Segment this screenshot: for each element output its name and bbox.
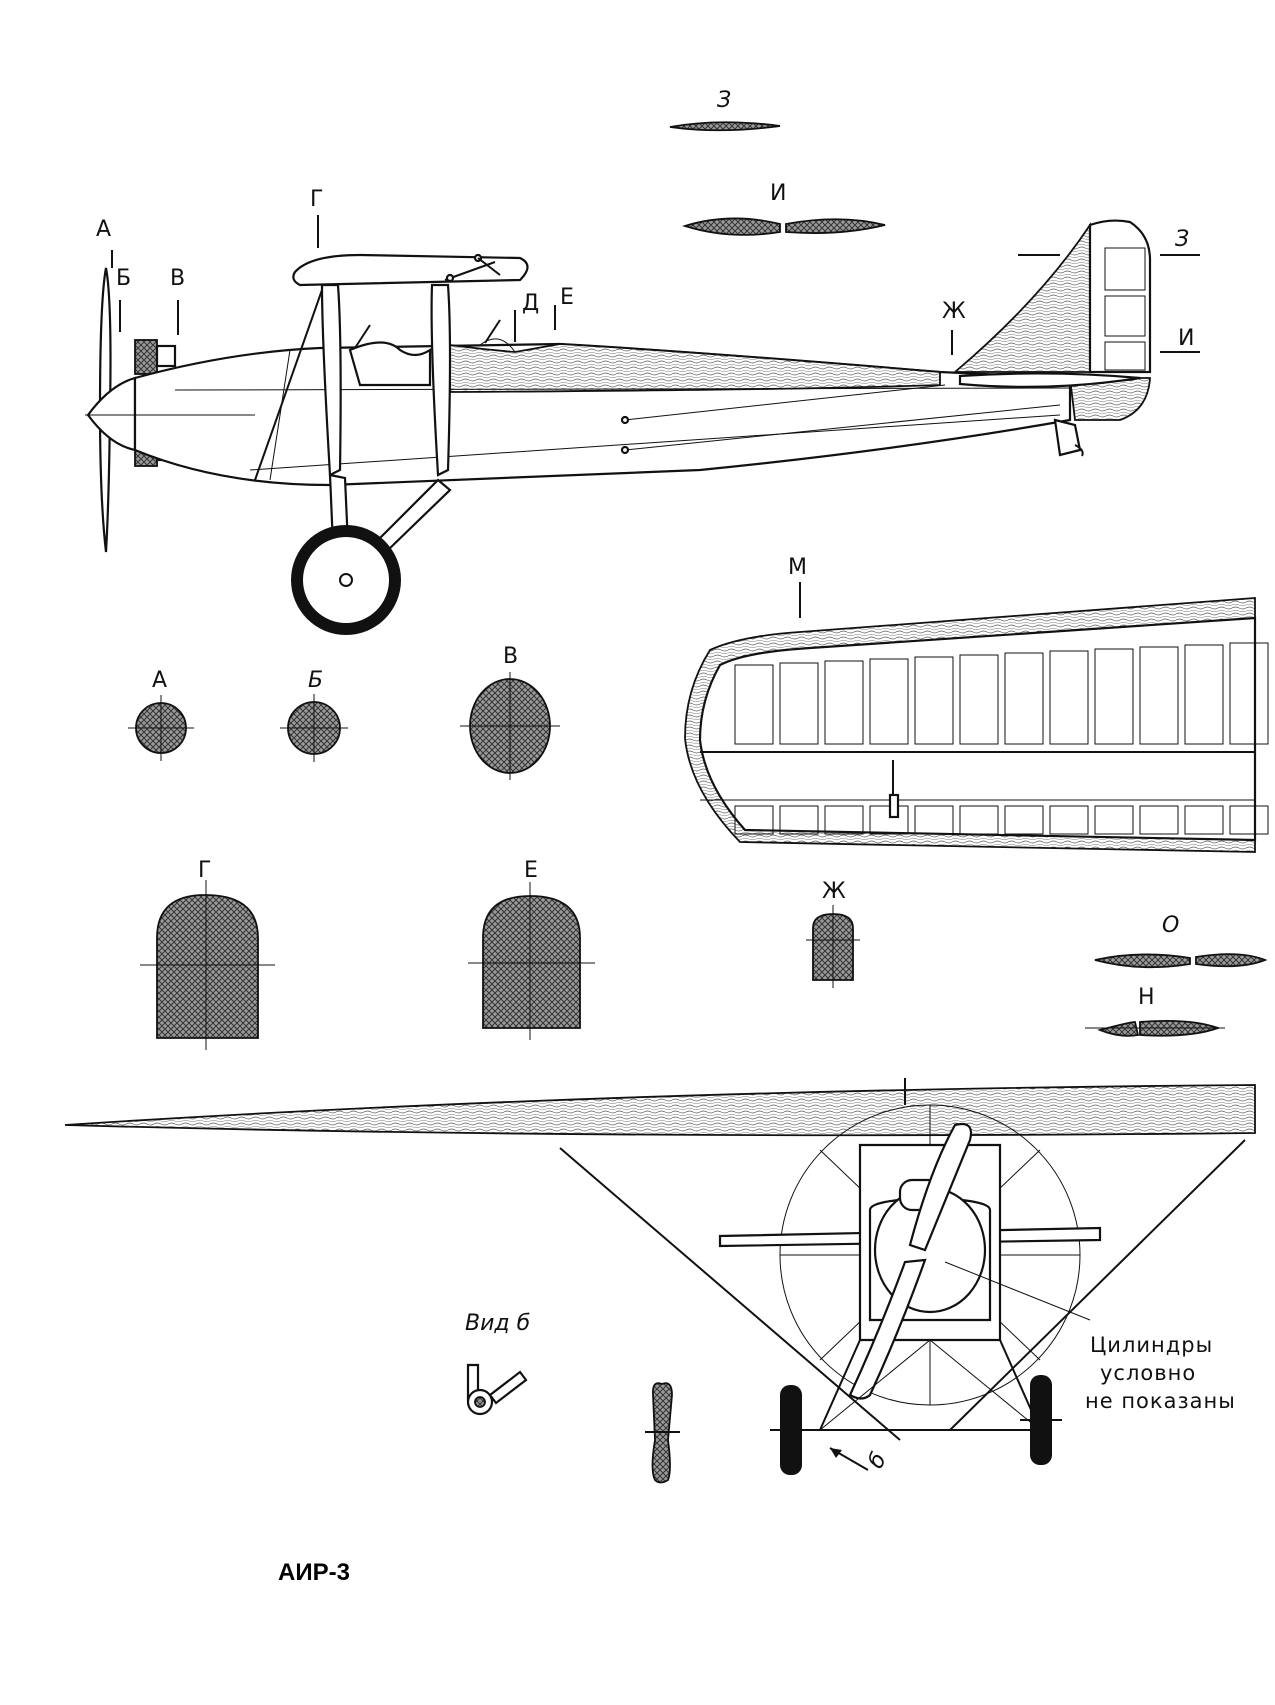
spinner	[86, 376, 137, 452]
propeller-blade-lower	[848, 1258, 927, 1400]
label-section-z-side: З	[1175, 227, 1189, 252]
rudder-ribs	[1104, 247, 1146, 371]
label-cross-g: Г	[198, 858, 211, 883]
wing-rib-bay	[1094, 648, 1134, 745]
label-section-d: Д	[522, 291, 539, 316]
section-a	[128, 695, 194, 761]
section-v	[460, 672, 560, 780]
label-section-v: В	[170, 266, 185, 291]
airfoil-section-o	[1094, 953, 1268, 969]
aileron-rib-bay	[1184, 805, 1224, 835]
label-section-e: Е	[560, 285, 574, 310]
label-cross-e: Е	[524, 858, 538, 883]
label-airfoil-o: О	[1162, 913, 1179, 938]
aileron-rib-bay	[914, 805, 954, 835]
wing-rib-bay	[914, 656, 954, 745]
note-line-1: Цилиндры	[1090, 1333, 1213, 1357]
label-wing-m: М	[788, 555, 807, 580]
wing-rib-bay	[1004, 652, 1044, 745]
wing-rib-bay	[779, 662, 819, 745]
label-section-zh: Ж	[942, 299, 966, 324]
label-cross-v: В	[503, 644, 518, 669]
label-airfoil-n: Н	[1138, 985, 1155, 1010]
note-line-3: не показаны	[1085, 1389, 1236, 1413]
upper-wing-front	[64, 1084, 1256, 1137]
wing-rib-bay	[869, 658, 909, 745]
upper-wing-side	[292, 253, 529, 287]
cockpit-rear	[479, 338, 516, 353]
wing-rib-bay	[1229, 642, 1269, 745]
wing-rib-bay	[1049, 650, 1089, 745]
rudder-lower	[1068, 377, 1151, 421]
aileron-rib-bay	[959, 805, 999, 835]
wing-ribs	[734, 642, 1269, 835]
wing-plan-view	[684, 597, 1269, 853]
aileron-rib-bay	[1229, 805, 1269, 835]
tail-skid	[1053, 418, 1082, 457]
label-airfoil-i: И	[770, 181, 786, 206]
label-cross-b: Б	[308, 668, 323, 693]
section-zh	[806, 905, 860, 988]
label-section-i-side: И	[1178, 326, 1194, 351]
wing-rib-bay	[734, 664, 774, 745]
note-line-2: условно	[1100, 1361, 1196, 1385]
aileron-rib-bay	[734, 805, 774, 835]
wing-rib-bay	[824, 660, 864, 745]
label-cross-zh: Ж	[822, 879, 846, 904]
label-airfoil-z: З	[717, 88, 731, 113]
horizontal-stabilizer	[958, 372, 1141, 389]
airfoil-section-z	[669, 121, 781, 132]
section-b	[280, 694, 348, 762]
wing-rib-bay	[1184, 644, 1224, 745]
note-cylinders: Цилиндры условно не показаны	[1085, 1333, 1236, 1413]
cockpit-front	[348, 341, 432, 387]
section-g	[140, 880, 275, 1050]
aileron-rib-bay	[1139, 805, 1179, 835]
vertical-fin	[952, 222, 1091, 373]
wing-rib-bay	[959, 654, 999, 745]
main-wheel-side	[291, 525, 401, 635]
label-section-a: А	[96, 217, 111, 242]
aileron-rib-bay	[1094, 805, 1134, 835]
wing-strut-rear	[430, 283, 452, 477]
section-e	[468, 882, 595, 1040]
aileron-rib-bay	[824, 805, 864, 835]
label-section-b: Б	[116, 266, 131, 291]
view-b-detail	[466, 1363, 528, 1416]
airfoil-section-i	[681, 217, 886, 236]
drawing-title: АИР-3	[278, 1559, 350, 1586]
aileron-rib-bay	[1049, 805, 1089, 835]
propeller-blade-upper	[908, 1122, 973, 1252]
label-cross-a: А	[152, 668, 167, 693]
label-section-g: Г	[310, 187, 323, 212]
aileron-rib-bay	[1004, 805, 1044, 835]
front-view	[64, 1078, 1256, 1475]
view-b-label: Вид б	[465, 1311, 530, 1336]
wing-strut-front	[320, 283, 342, 477]
strut-cross-section	[645, 1382, 680, 1484]
aileron-rib-bay	[779, 805, 819, 835]
fuselage-deck	[449, 343, 941, 393]
wing-rib-bay	[1139, 646, 1179, 745]
side-view	[85, 215, 1200, 635]
